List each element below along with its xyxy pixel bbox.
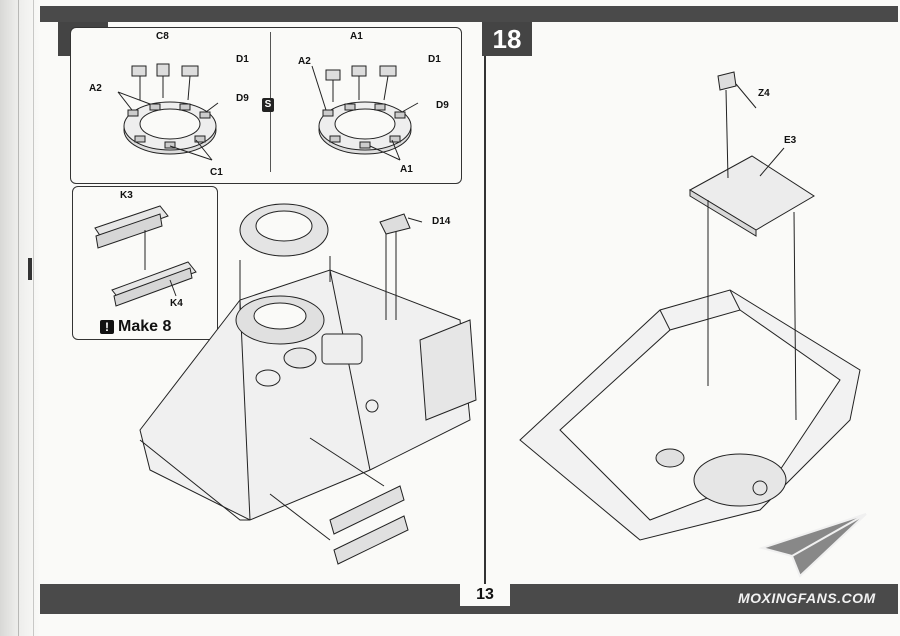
binding-edge [0, 0, 40, 636]
label-k4: K4 [170, 298, 183, 309]
page-number: 13 [460, 584, 510, 606]
make-quantity-text: Make 8 [118, 318, 172, 335]
label-a2-left: A2 [89, 83, 102, 94]
step-18-number: 18 [482, 22, 532, 56]
label-a1-top: A1 [350, 31, 363, 42]
watermark-text: MOXINGFANS.COM [738, 590, 876, 606]
label-d9-right: D9 [436, 100, 449, 111]
left-ring-drawing [117, 63, 219, 161]
label-d1-right: D1 [428, 54, 441, 65]
step-divider [484, 22, 486, 584]
label-c1: C1 [210, 167, 223, 178]
label-d1-left: D1 [236, 54, 249, 65]
top-bar [40, 6, 898, 22]
warning-icon: ! [100, 320, 114, 334]
label-d9-left: D9 [236, 93, 249, 104]
label-a2-right: A2 [298, 56, 311, 67]
right-ring-drawing [311, 65, 419, 161]
paper-plane-logo-icon [758, 513, 867, 578]
step17-hull-drawing [139, 203, 477, 565]
label-e3: E3 [784, 135, 797, 146]
label-z4: Z4 [758, 88, 770, 99]
label-a1-bottom: A1 [400, 164, 413, 175]
label-k3: K3 [120, 190, 133, 201]
make-quantity-note: ! Make 8 [100, 318, 171, 336]
track-links-drawing [94, 205, 197, 307]
mirror-symbol-icon: S [262, 98, 274, 112]
step18-hull-drawing [407, 71, 861, 541]
binding-mark [28, 258, 32, 280]
label-d14: D14 [432, 216, 451, 227]
label-c8: C8 [156, 31, 169, 42]
